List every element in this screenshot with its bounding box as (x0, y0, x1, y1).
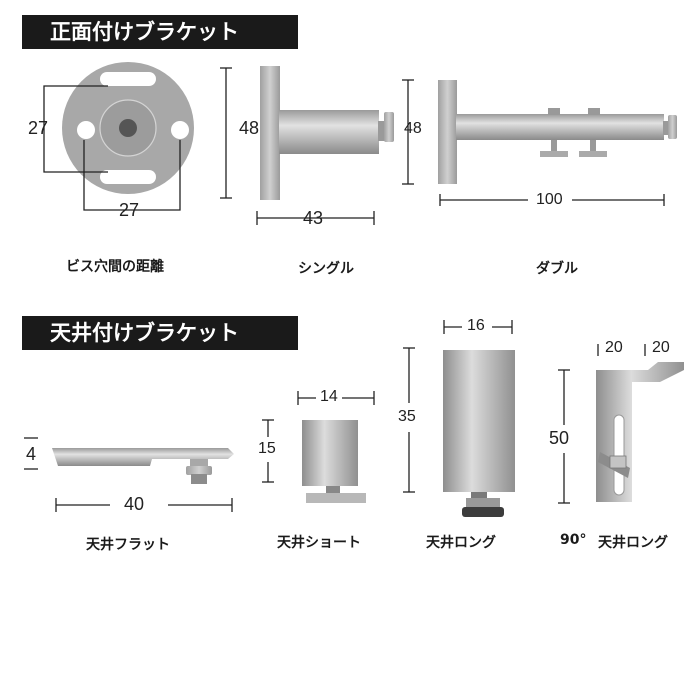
short-dim-width: 14 (320, 388, 338, 405)
ceiling-long-90-bracket (558, 344, 684, 504)
flat-dim-length: 40 (124, 494, 145, 514)
ceiling-short-bracket (262, 391, 375, 503)
mounting-disc (43, 62, 194, 211)
screw-dim-horizontal: 27 (119, 200, 140, 220)
ceiling-long-bracket (403, 320, 515, 517)
long90-dim-height: 50 (549, 428, 570, 448)
double-dim-length: 100 (536, 191, 563, 208)
single-bracket (220, 66, 394, 225)
long90-dim-width-b: 20 (652, 339, 670, 356)
label-ceiling-flat: 天井フラット (86, 537, 170, 553)
short-dim-height: 15 (258, 440, 276, 457)
section-header-ceiling: 天井付けブラケット (22, 316, 298, 350)
single-dim-length: 43 (303, 208, 324, 228)
label-90-prefix: 90° (560, 532, 587, 548)
single-dim-height: 48 (239, 118, 260, 138)
label-single: シングル (298, 261, 354, 277)
label-ceiling-long: 天井ロング (426, 535, 496, 551)
long-dim-height: 35 (398, 408, 416, 425)
label-screw-distance: ビス穴間の距離 (66, 259, 164, 275)
long90-dim-width-a: 20 (605, 339, 623, 356)
long-dim-width: 16 (467, 317, 485, 334)
label-ceiling-short: 天井ショート (277, 535, 361, 551)
label-double: ダブル (536, 261, 578, 277)
double-dim-height: 48 (404, 120, 422, 137)
label-ceiling-long-90: 天井ロング (598, 535, 668, 551)
double-bracket (402, 79, 677, 206)
ceiling-flat-bracket (24, 437, 234, 512)
section-header-front: 正面付けブラケット (22, 15, 298, 49)
flat-dim-height: 4 (26, 444, 37, 464)
screw-dim-vertical: 27 (28, 118, 49, 138)
